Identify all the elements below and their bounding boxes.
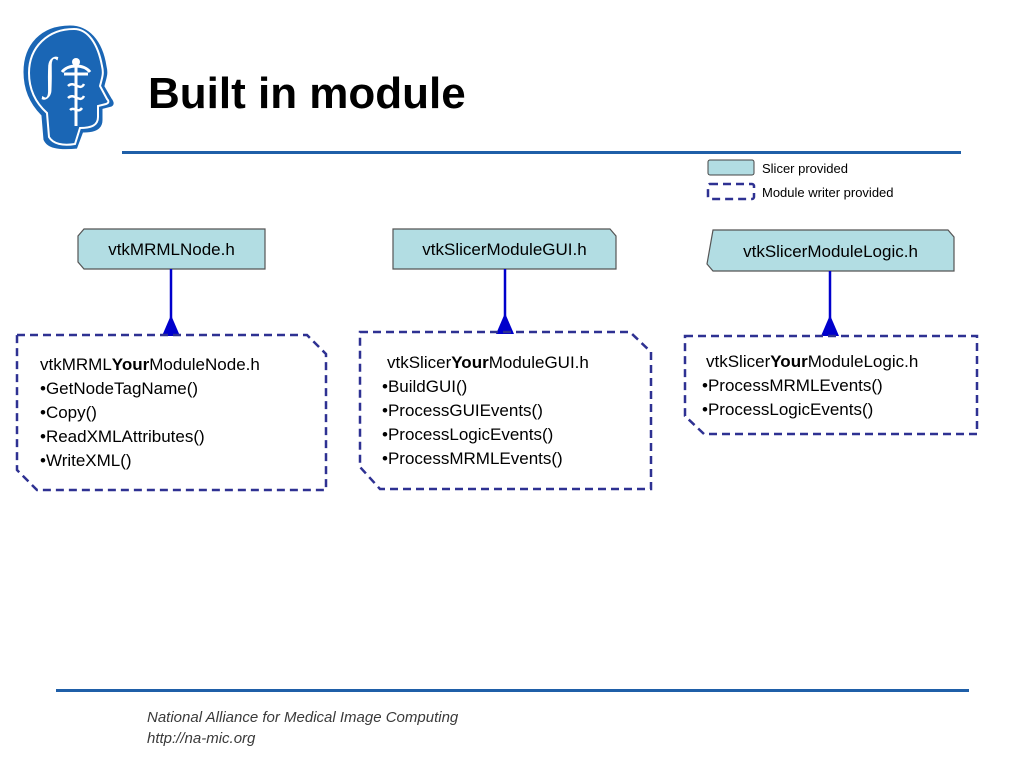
connector-arrowhead-1 (162, 315, 180, 336)
page-title: Built in module (148, 69, 466, 118)
connector-arrowhead-2 (496, 313, 514, 334)
module-text-module-gui: vtkSlicerYourModuleGUI.h •BuildGUI() •Pr… (382, 351, 589, 471)
module-filename: vtkMRMLYourModuleNode.h (40, 355, 260, 374)
module-filename: vtkSlicerYourModuleLogic.h (706, 352, 919, 371)
module-box-module-gui (358, 330, 653, 491)
header-box-module-gui (392, 228, 617, 270)
legend-slicer-swatch (707, 159, 755, 176)
method-item: •ProcessLogicEvents() (382, 425, 554, 444)
module-text-mrml-node: vtkMRMLYourModuleNode.h •GetNodeTagName(… (40, 353, 260, 473)
method-item: •ProcessMRMLEvents() (382, 449, 563, 468)
header-box-mrml-node (77, 228, 266, 270)
module-box-mrml-node (15, 333, 328, 492)
legend-module-writer-provided: Module writer provided (762, 185, 894, 200)
title-underline (122, 151, 961, 154)
footer: National Alliance for Medical Image Comp… (147, 707, 458, 749)
footer-rule (56, 689, 969, 692)
module-box-module-logic (683, 334, 979, 436)
method-item: •BuildGUI() (382, 377, 468, 396)
connector-arrowhead-3 (821, 315, 839, 336)
na-mic-head-logo-icon: ∫ (20, 22, 117, 153)
header-label-mrml-node: vtkMRMLNode.h (108, 240, 235, 259)
module-text-module-logic: vtkSlicerYourModuleLogic.h •ProcessMRMLE… (702, 350, 918, 422)
method-item: •ProcessMRMLEvents() (702, 376, 883, 395)
module-filename: vtkSlicerYourModuleGUI.h (387, 353, 589, 372)
legend-slicer-provided: Slicer provided (762, 161, 848, 176)
method-item: •ReadXMLAttributes() (40, 427, 205, 446)
method-item: •GetNodeTagName() (40, 379, 199, 398)
footer-url: http://na-mic.org (147, 730, 256, 747)
legend-module-swatch (706, 182, 756, 201)
footer-organization: National Alliance for Medical Image Comp… (147, 709, 459, 726)
header-label-module-gui: vtkSlicerModuleGUI.h (422, 240, 587, 259)
method-item: •WriteXML() (40, 451, 132, 470)
method-item: •ProcessGUIEvents() (382, 401, 543, 420)
svg-text:∫: ∫ (41, 49, 59, 100)
method-item: •Copy() (40, 403, 97, 422)
header-box-module-logic (706, 229, 955, 272)
method-item: •ProcessLogicEvents() (702, 400, 874, 419)
header-label-module-logic: vtkSlicerModuleLogic.h (743, 242, 918, 261)
